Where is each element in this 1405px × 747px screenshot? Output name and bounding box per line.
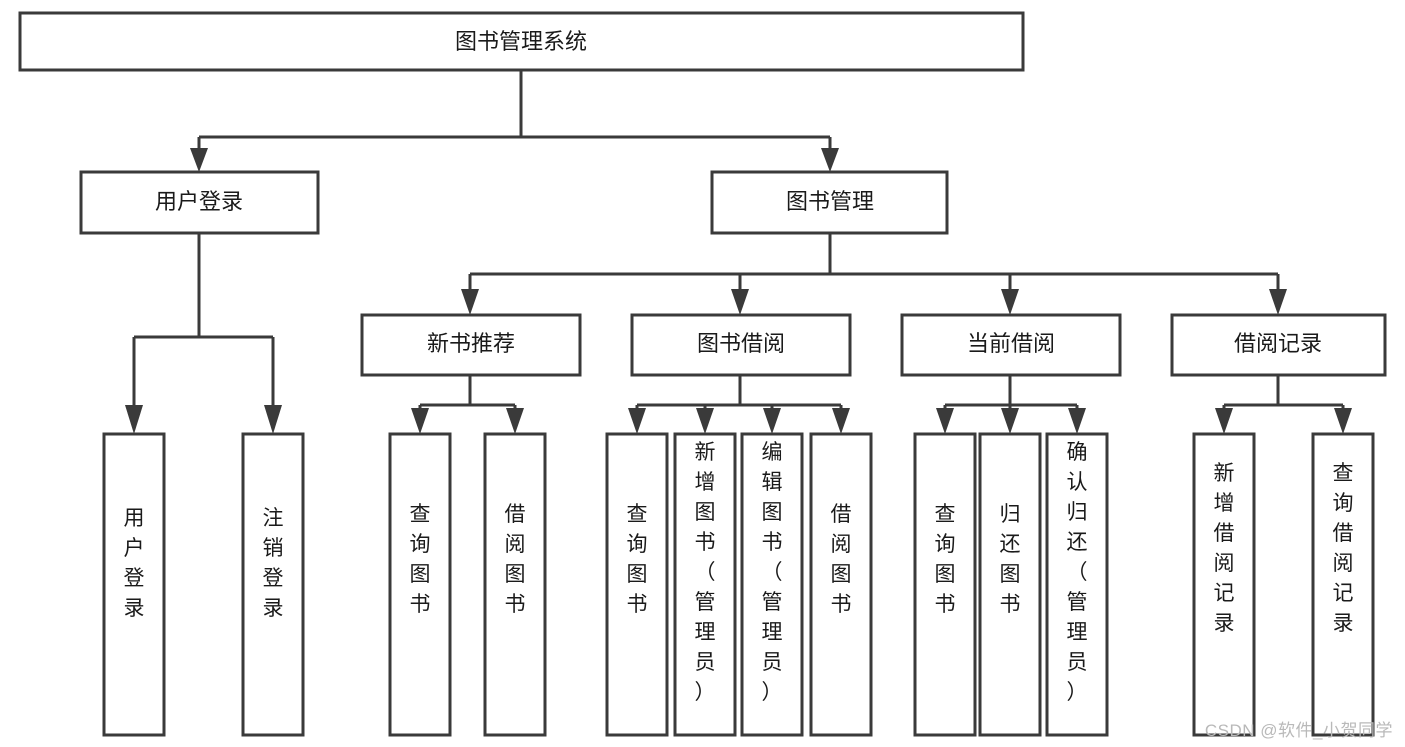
node-leaf-query-record-label: 查询借阅记录 [1333, 462, 1354, 635]
node-leaf-borrow-book-2-label: 借阅图书 [831, 503, 852, 616]
arrow-head-leaf-add-book [696, 408, 714, 434]
node-leaf-confirm-return-box[interactable] [1045, 432, 1109, 737]
node-leaf-user-login[interactable]: 用户登录 [102, 432, 166, 737]
node-root[interactable]: 图书管理系统 [18, 11, 1025, 72]
node-leaf-add-book[interactable]: 新增图书（管理员） [673, 432, 737, 737]
connector-layer [125, 70, 1352, 434]
node-leaf-query-book-2[interactable]: 查询图书 [605, 432, 669, 737]
arrow-head-leaf-query-book-3 [936, 408, 954, 434]
node-leaf-add-book-box[interactable] [673, 432, 737, 737]
node-leaf-borrow-book-2[interactable]: 借阅图书 [809, 432, 873, 737]
node-user-login[interactable]: 用户登录 [79, 170, 320, 235]
node-leaf-query-book-1-box[interactable] [388, 432, 452, 737]
node-new-book-recommend-label: 新书推荐 [427, 331, 515, 356]
node-leaf-return-book-label: 归还图书 [1000, 503, 1021, 616]
node-current-borrow-box[interactable] [900, 313, 1122, 377]
node-leaf-user-login-box[interactable] [102, 432, 166, 737]
node-current-borrow[interactable]: 当前借阅 [900, 313, 1122, 377]
node-leaf-query-book-2-label: 查询图书 [627, 503, 648, 616]
arrow-head-borrow-record [1269, 289, 1287, 315]
arrow-head-leaf-borrow-book-1 [506, 408, 524, 434]
arrow-head-leaf-query-book-1 [411, 408, 429, 434]
node-book-borrow[interactable]: 图书借阅 [630, 313, 852, 377]
node-leaf-confirm-return-label: 确认归还（管理员） [1067, 441, 1088, 704]
node-leaf-user-login-label: 用户登录 [124, 507, 145, 620]
node-leaf-query-book-3-label: 查询图书 [935, 503, 956, 616]
arrow-head-leaf-confirm-return [1068, 408, 1086, 434]
node-leaf-query-book-1-label: 查询图书 [410, 503, 431, 616]
node-leaf-add-book-label: 新增图书（管理员） [695, 441, 716, 704]
arrow-head-new-book-recommend [461, 289, 479, 315]
node-leaf-add-record[interactable]: 新增借阅记录 [1192, 432, 1256, 737]
arrow-head-book-borrow [731, 289, 749, 315]
node-leaf-user-logout[interactable]: 注销登录 [241, 432, 305, 737]
arrow-head-leaf-query-record [1334, 408, 1352, 434]
node-leaf-borrow-book-1-box[interactable] [483, 432, 547, 737]
node-leaf-edit-book[interactable]: 编辑图书（管理员） [740, 432, 804, 737]
arrow-head-leaf-add-record [1215, 408, 1233, 434]
node-book-borrow-label: 图书借阅 [697, 331, 785, 356]
node-borrow-record-box[interactable] [1170, 313, 1387, 377]
node-leaf-query-record[interactable]: 查询借阅记录 [1311, 432, 1375, 737]
node-borrow-record[interactable]: 借阅记录 [1170, 313, 1387, 377]
node-leaf-borrow-book-1-label: 借阅图书 [505, 503, 526, 616]
node-leaf-edit-book-box[interactable] [740, 432, 804, 737]
node-user-login-box[interactable] [79, 170, 320, 235]
node-leaf-query-record-box[interactable] [1311, 432, 1375, 737]
node-current-borrow-label: 当前借阅 [967, 331, 1055, 356]
node-book-manage[interactable]: 图书管理 [710, 170, 949, 235]
node-book-manage-box[interactable] [710, 170, 949, 235]
node-new-book-recommend-box[interactable] [360, 313, 582, 377]
arrow-head-leaf-user-logout [264, 405, 282, 434]
node-leaf-query-book-2-box[interactable] [605, 432, 669, 737]
arrow-head-leaf-user-login [125, 405, 143, 434]
node-root-label: 图书管理系统 [455, 29, 587, 54]
node-user-login-label: 用户登录 [155, 189, 243, 214]
node-leaf-return-book-box[interactable] [978, 432, 1042, 737]
arrow-head-book-manage [821, 148, 839, 172]
arrow-head-user-login [190, 148, 208, 172]
arrow-head-leaf-return-book [1001, 408, 1019, 434]
node-book-borrow-box[interactable] [630, 313, 852, 377]
node-leaf-user-logout-box[interactable] [241, 432, 305, 737]
node-leaf-add-record-box[interactable] [1192, 432, 1256, 737]
node-borrow-record-label: 借阅记录 [1234, 331, 1322, 356]
node-root-box[interactable] [18, 11, 1025, 72]
node-leaf-user-logout-label: 注销登录 [263, 507, 284, 620]
node-new-book-recommend[interactable]: 新书推荐 [360, 313, 582, 377]
node-book-manage-label: 图书管理 [786, 189, 874, 214]
arrow-head-current-borrow [1001, 289, 1019, 315]
node-leaf-return-book[interactable]: 归还图书 [978, 432, 1042, 737]
node-leaf-query-book-1[interactable]: 查询图书 [388, 432, 452, 737]
node-leaf-borrow-book-1[interactable]: 借阅图书 [483, 432, 547, 737]
arrow-head-leaf-edit-book [763, 408, 781, 434]
node-leaf-borrow-book-2-box[interactable] [809, 432, 873, 737]
node-leaf-edit-book-label: 编辑图书（管理员） [762, 441, 783, 704]
node-leaf-add-record-label: 新增借阅记录 [1214, 462, 1235, 635]
arrow-head-leaf-borrow-book-2 [832, 408, 850, 434]
node-leaf-confirm-return[interactable]: 确认归还（管理员） [1045, 432, 1109, 737]
node-leaf-query-book-3[interactable]: 查询图书 [913, 432, 977, 737]
arrow-head-leaf-query-book-2 [628, 408, 646, 434]
node-leaf-query-book-3-box[interactable] [913, 432, 977, 737]
